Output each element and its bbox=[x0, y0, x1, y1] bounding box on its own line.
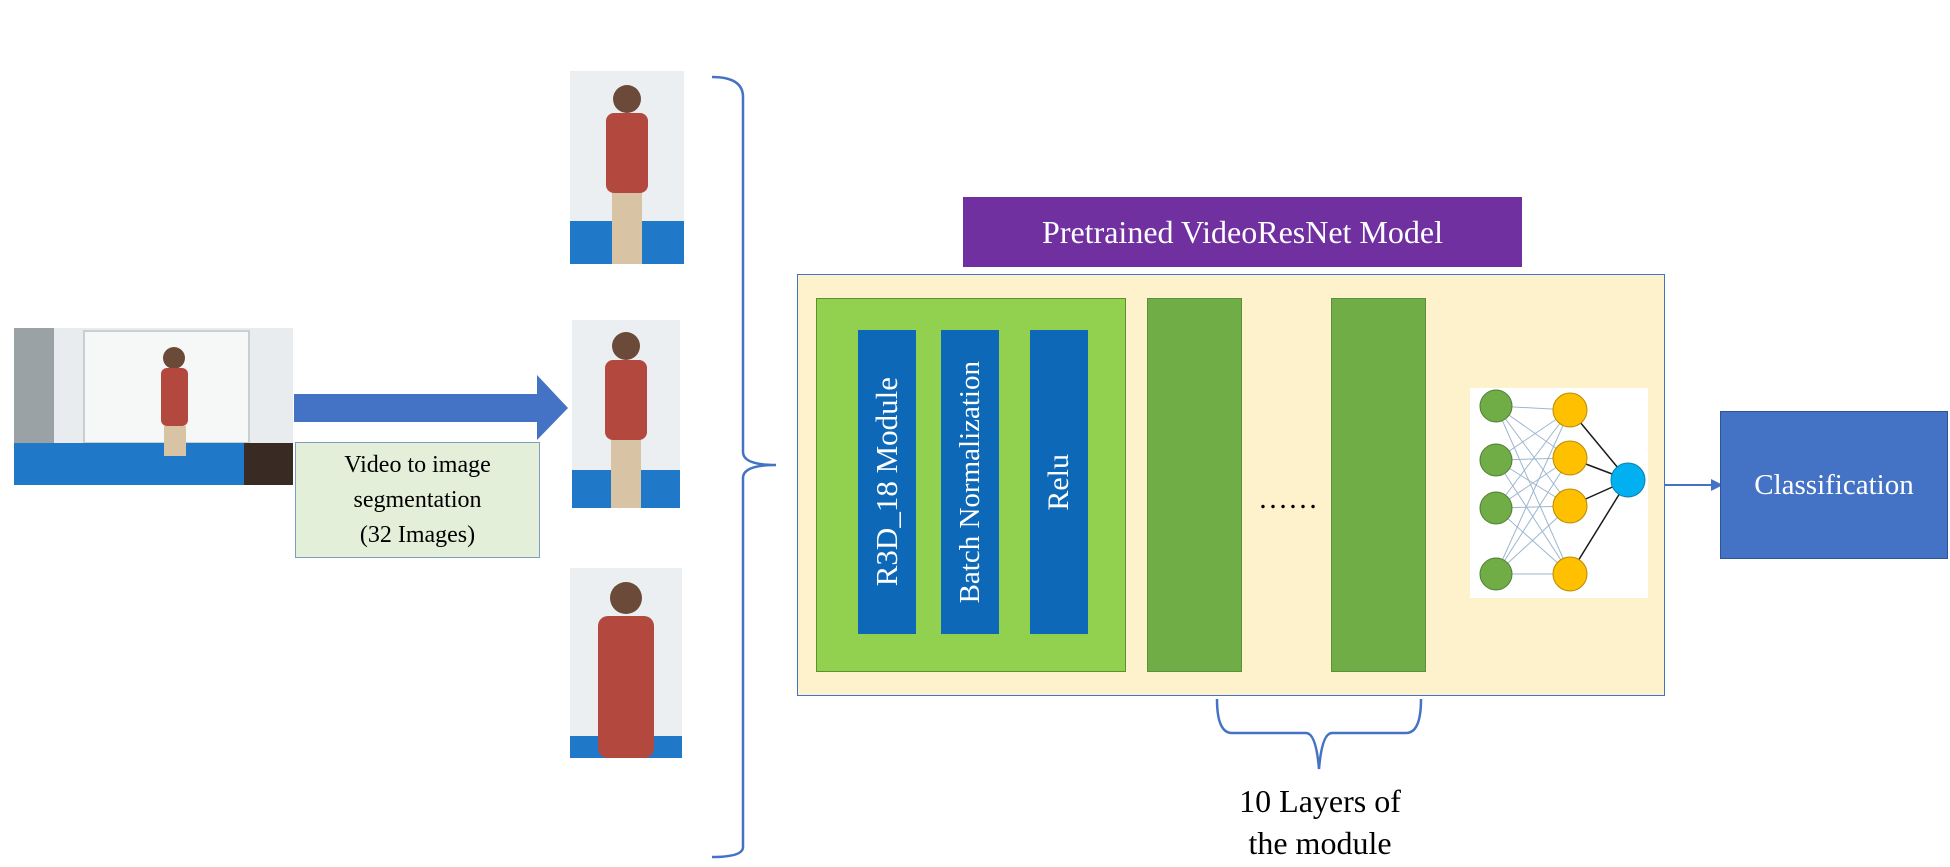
model-title: Pretrained VideoResNet Model bbox=[1042, 213, 1443, 250]
frame-image-3 bbox=[570, 568, 682, 758]
relu-bar: Relu bbox=[1030, 330, 1088, 634]
segmentation-box: Video to image segmentation (32 Images) bbox=[295, 442, 540, 558]
segmentation-line-3: (32 Images) bbox=[359, 521, 476, 548]
r3d-module-label: R3D_18 Module bbox=[869, 377, 904, 587]
frame-image-1 bbox=[570, 71, 684, 264]
batch-norm-label: Batch Normalization bbox=[953, 360, 986, 604]
input-video-frame bbox=[14, 328, 293, 485]
frames-brace bbox=[711, 75, 777, 859]
r3d-module-bar: R3D_18 Module bbox=[858, 330, 916, 634]
person-photo-illustration bbox=[570, 568, 682, 758]
module-layer-2 bbox=[1147, 298, 1242, 672]
classification-box: Classification bbox=[1720, 411, 1948, 559]
layers-ellipsis: …… bbox=[1258, 482, 1318, 516]
classification-label: Classification bbox=[1754, 468, 1914, 501]
segmentation-line-2: segmentation bbox=[353, 486, 482, 513]
layers-label-line-1: 10 Layers of bbox=[1239, 783, 1401, 819]
ellipsis-text: …… bbox=[1258, 482, 1318, 515]
layers-label: 10 Layers of the module bbox=[1170, 780, 1470, 864]
classification-arrow bbox=[1665, 479, 1723, 491]
frame-image-2 bbox=[572, 320, 680, 508]
batch-norm-bar: Batch Normalization bbox=[941, 330, 999, 634]
video-to-frames-arrow bbox=[294, 375, 568, 440]
layers-brace bbox=[1215, 698, 1423, 770]
person-photo-illustration bbox=[14, 328, 293, 485]
person-photo-illustration bbox=[572, 320, 680, 508]
layers-label-line-2: the module bbox=[1248, 825, 1392, 861]
relu-label: Relu bbox=[1042, 453, 1075, 511]
segmentation-line-1: Video to image bbox=[344, 451, 491, 478]
person-photo-illustration bbox=[570, 71, 684, 264]
module-layer-10 bbox=[1331, 298, 1426, 672]
neural-network-icon bbox=[1470, 388, 1648, 598]
model-title-banner: Pretrained VideoResNet Model bbox=[963, 197, 1522, 267]
